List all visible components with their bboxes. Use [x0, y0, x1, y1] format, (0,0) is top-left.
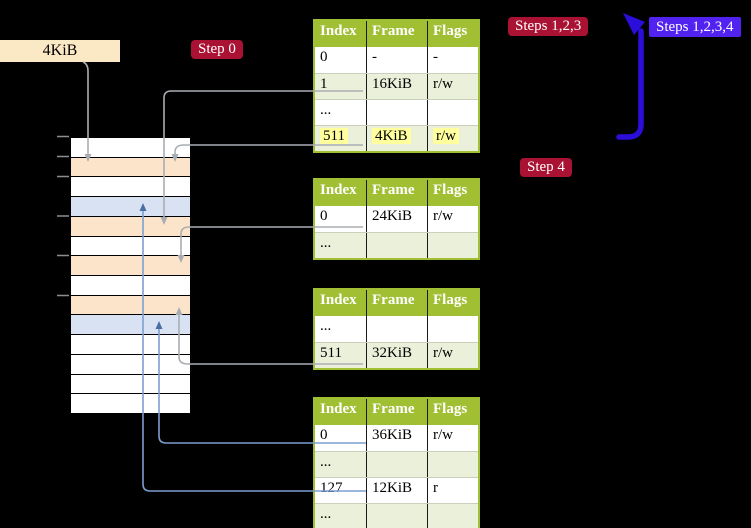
table-cell: r/w: [427, 206, 478, 232]
physical-memory-column: [70, 137, 191, 414]
column-header: Index: [320, 23, 357, 39]
table-cell: -: [427, 47, 478, 73]
badge-step-0-label: Step 0: [198, 41, 236, 57]
table-cell: [427, 100, 478, 125]
memory-row-blue: [71, 315, 190, 336]
badge-steps-1234: Steps 1,2,3,4: [649, 17, 741, 37]
steps-loop-arrowhead: [623, 13, 645, 35]
table-cell: [366, 504, 427, 528]
highlighted-value: 511: [320, 128, 348, 144]
table-cell: 127: [320, 480, 343, 496]
column-header: Flags: [427, 290, 478, 316]
memory-tick-marks: [57, 135, 69, 297]
memory-row-peach: [71, 157, 190, 178]
table-row: ...: [315, 503, 478, 528]
table-cell: r/w: [427, 425, 478, 451]
memory-row-white: [71, 335, 190, 355]
table-cell: ...: [320, 102, 332, 118]
memory-row-white: [71, 354, 190, 375]
table-cell: [427, 233, 478, 258]
memory-row-white: [71, 394, 190, 414]
badge-step-4-label: Step 4: [527, 159, 565, 175]
badge-steps-123: Steps 1,2,3: [508, 17, 589, 36]
page-size-box: 4KiB: [0, 40, 120, 62]
table-cell: [427, 452, 478, 477]
column-header: Flags: [427, 399, 478, 425]
table-cell: 36KiB: [366, 425, 427, 451]
table-cell: [427, 316, 478, 342]
table-cell: 511: [315, 126, 366, 151]
table-row: 511 4KiB r/w: [315, 125, 478, 151]
table-cell: ...: [320, 235, 332, 251]
table-cell: 16KiB: [366, 74, 427, 99]
table-cell: ...: [320, 454, 332, 470]
badge-step-4: Step 4: [520, 158, 572, 177]
table-cell: [427, 504, 478, 528]
table-cell: r/w: [427, 74, 478, 99]
memory-row-white: [71, 138, 190, 158]
table-cell: r/w: [427, 343, 478, 368]
table-cell: 0: [320, 49, 328, 65]
column-header: Flags: [427, 180, 478, 206]
column-header: Index: [320, 182, 357, 198]
table-cell: r/w: [427, 126, 478, 151]
memory-row-white: [71, 276, 190, 296]
column-header: Frame: [366, 399, 427, 425]
memory-row-white: [71, 236, 190, 257]
memory-row-white: [71, 177, 190, 198]
badge-steps-123-label: Steps 1,2,3: [515, 18, 582, 34]
column-header: Frame: [366, 180, 427, 206]
table-cell: [366, 452, 427, 477]
steps-loop-arrow: [616, 28, 644, 140]
highlighted-value: 4KiB: [372, 128, 411, 144]
table-cell: 24KiB: [366, 206, 427, 232]
table-cell: 1: [320, 76, 328, 92]
memory-row-peach: [71, 256, 190, 277]
table-cell: -: [366, 47, 427, 73]
badge-steps-1234-label: Steps 1,2,3,4: [656, 19, 734, 35]
column-header: Flags: [427, 21, 478, 47]
column-header: Frame: [366, 290, 427, 316]
table-cell: 32KiB: [366, 343, 427, 368]
table-row: ...: [315, 451, 478, 477]
highlighted-value: r/w: [433, 128, 459, 144]
table-row: ...: [315, 232, 478, 258]
memory-row-blue: [71, 197, 190, 217]
table-cell: ...: [320, 506, 332, 522]
table-cell: [366, 316, 427, 342]
memory-row-peach: [71, 216, 190, 237]
table-cell: 0: [320, 427, 328, 443]
table-cell: [366, 100, 427, 125]
page-size-label: 4KiB: [42, 42, 78, 59]
table-cell: 0: [320, 208, 328, 224]
table-cell: 12KiB: [366, 478, 427, 503]
table-cell: 4KiB: [366, 126, 427, 151]
memory-row-peach: [71, 295, 190, 316]
table-row: ...: [315, 99, 478, 125]
badge-step-0: Step 0: [191, 40, 243, 59]
table-cell: r: [427, 478, 478, 503]
table-row: 0 --: [315, 47, 478, 73]
table-cell: ...: [320, 318, 332, 334]
memory-row-white: [71, 374, 190, 395]
column-header: Frame: [366, 21, 427, 47]
table-cell: 511: [320, 345, 342, 361]
table-row: ...: [315, 316, 478, 342]
table-cell: [366, 233, 427, 258]
column-header: Index: [320, 292, 357, 308]
column-header: Index: [320, 401, 357, 417]
